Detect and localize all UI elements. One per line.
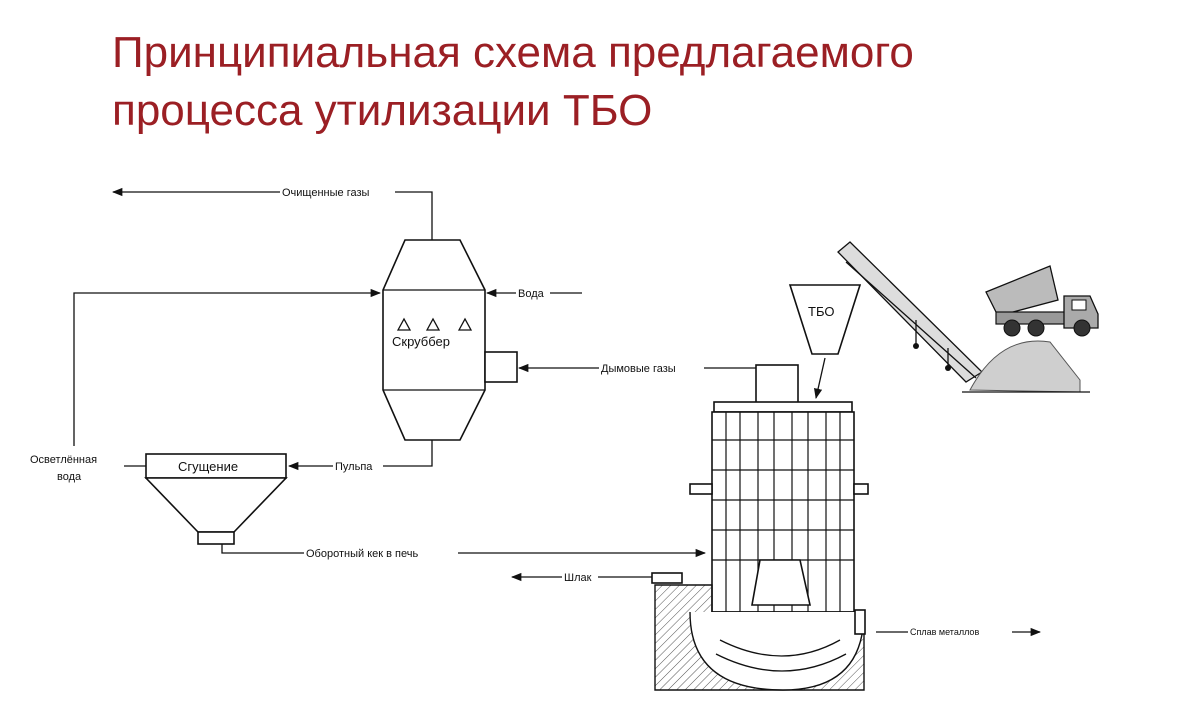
scrubber-label: Скруббер [392, 334, 450, 349]
return-cake-flow: Оборотный кек в печь [221, 544, 707, 560]
msw-label: ТБО [808, 304, 834, 319]
water-label: Вода [518, 288, 545, 300]
pulp-flow: Пульпа [287, 440, 433, 473]
flue-gases-flow: Дымовые газы [517, 363, 777, 375]
page-title: Принципиальная схема предлагаемого проце… [112, 24, 1112, 140]
metal-alloy-label: Сплав металлов [910, 627, 979, 637]
msw-hopper: ТБО [788, 284, 862, 400]
scrubber: Скруббер [382, 239, 518, 441]
dump-truck [985, 265, 1099, 337]
flue-gases-label: Дымовые газы [601, 363, 676, 375]
title-line-2: процесса утилизации ТБО [112, 86, 653, 135]
clarified-water-label-2: вода [57, 471, 82, 483]
pulp-label: Пульпа [335, 461, 373, 473]
water-flow: Вода [485, 288, 582, 300]
clean-gases-flow: Очищенные газы [111, 187, 433, 240]
furnace [651, 364, 869, 691]
title-line-1: Принципиальная схема предлагаемого [112, 28, 914, 77]
return-cake-label: Оборотный кек в печь [306, 548, 418, 560]
clarified-water-label-1: Осветлённая [30, 454, 97, 466]
spray-nozzle-icons [396, 317, 473, 331]
thickening-label: Сгущение [178, 459, 238, 474]
metal-alloy-flow: Сплав металлов [876, 627, 1042, 637]
thickener: Сгущение [144, 453, 288, 545]
waste-pile [962, 340, 1090, 393]
slag-label: Шлак [564, 572, 592, 584]
slag-flow: Шлак [510, 572, 652, 584]
clarified-water-flow: Осветлённая вода [30, 288, 382, 483]
clean-gases-label: Очищенные газы [282, 187, 370, 199]
conveyor [837, 241, 984, 383]
